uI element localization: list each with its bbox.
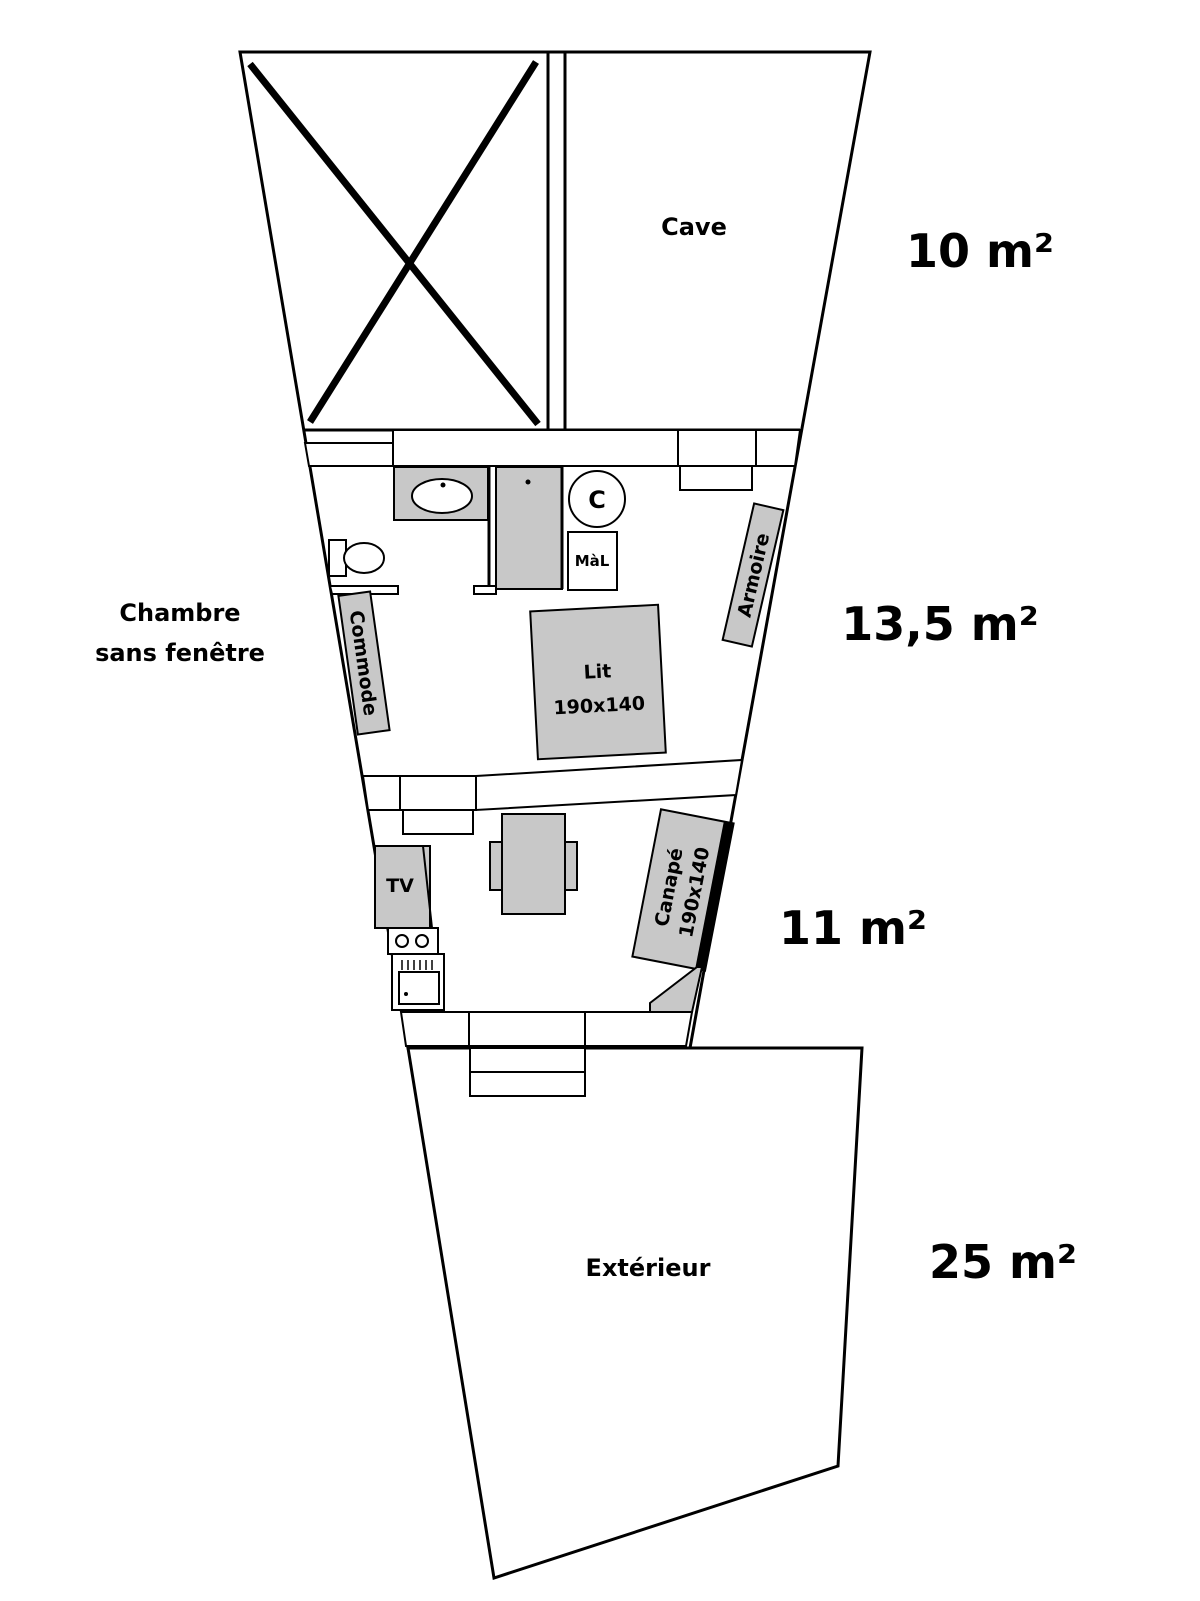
wc-label: C [588, 486, 606, 514]
bedroom-label-line2: sans fenêtre [95, 639, 265, 667]
kitchen-sink [391, 953, 445, 1011]
wc-circle [568, 470, 626, 528]
middle-wall [361, 758, 744, 835]
exterior-outline [406, 1046, 864, 1580]
living-area: 11 m² [779, 901, 927, 955]
washing-machine-label: MàL [575, 552, 610, 570]
closed-area-cross [247, 60, 541, 427]
bed: Lit 190x140 [529, 603, 667, 761]
entrance-steps [469, 1047, 586, 1097]
bed-label-line1: Lit [583, 660, 612, 683]
lower-wall [399, 1011, 694, 1047]
bathroom: C MàL [328, 466, 626, 595]
bedroom-area: 13,5 m² [841, 597, 1039, 651]
cave-area: 10 m² [906, 224, 1054, 278]
bedroom-label-line1: Chambre [119, 599, 240, 627]
bed-label-line2: 190x140 [553, 693, 646, 720]
toilet-icon [328, 539, 385, 577]
living-kitchen: TV Canapé 190x140 [374, 808, 735, 1013]
dining-table [489, 813, 578, 915]
door-living-step [402, 809, 474, 835]
dresser: Commode [337, 590, 391, 736]
cave-label: Cave [661, 213, 727, 241]
sofa: Canapé 190x140 [631, 808, 735, 972]
sink-icon [411, 478, 473, 514]
tv-cabinet [374, 845, 431, 929]
door-bathroom-step [679, 465, 753, 491]
upper-wall [303, 429, 802, 491]
exterior-area: 25 m² [929, 1235, 1077, 1289]
washing-machine [567, 531, 618, 591]
shower-tray [495, 466, 563, 590]
cave-section [247, 52, 800, 432]
corner-unit [649, 966, 704, 1013]
exterior-label: Extérieur [586, 1254, 711, 1282]
tv-label: TV [386, 875, 414, 897]
